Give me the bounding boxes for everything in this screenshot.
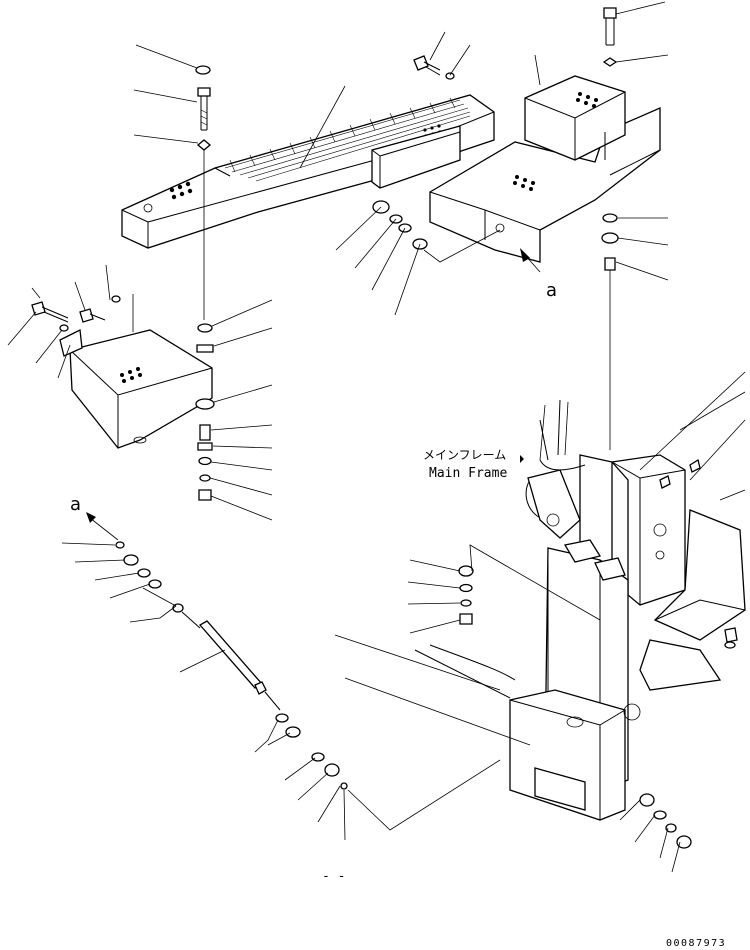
hardware-right-stack <box>601 7 619 450</box>
main-frame-label-jp: メインフレーム <box>423 448 506 462</box>
hardware-top-center <box>413 55 455 80</box>
dash-marks-bottom: - - <box>322 869 345 884</box>
main-frame-pointer-icon <box>520 455 524 463</box>
lower-stay-rod <box>115 541 348 790</box>
hardware-bottom-right <box>639 793 692 849</box>
hardware-left-bolts <box>31 295 121 332</box>
hardware-mainframe-nuts <box>458 565 474 625</box>
upper-long-bracket <box>121 94 495 249</box>
reference-arrows <box>86 248 530 523</box>
main-frame-label-en: Main Frame <box>429 466 507 481</box>
left-step-box <box>59 329 213 449</box>
callout-lines <box>7 1 746 873</box>
hardware-center-nuts <box>372 200 428 250</box>
hardware-left-stack <box>195 65 215 501</box>
reference-a-lower: a <box>70 494 81 515</box>
main-frame <box>414 399 746 821</box>
reference-a-upper: a <box>546 280 557 301</box>
upper-right-step-box <box>429 75 661 263</box>
figure-number: 00087973 <box>666 938 726 949</box>
